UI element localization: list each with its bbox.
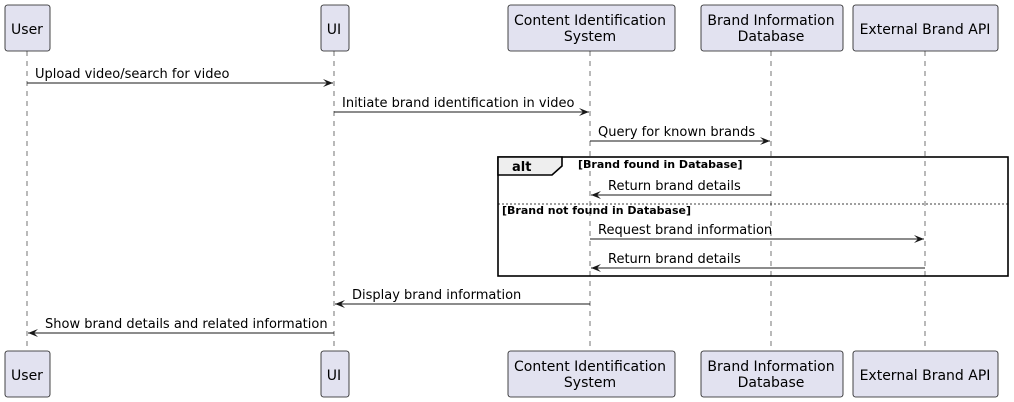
- message-label: Return brand details: [608, 252, 741, 267]
- participant-box: [852, 4, 999, 52]
- alt-tab: [497, 156, 563, 176]
- participant-box: [320, 4, 350, 52]
- alt-keyword: alt: [512, 160, 531, 175]
- participant-label: Content Identification: [514, 359, 666, 375]
- message-6: Return brand details: [591, 252, 925, 272]
- message-1: Upload video/search for video: [27, 67, 333, 87]
- participant-box: [507, 4, 676, 52]
- participant-ui-bottom: UI: [320, 350, 350, 398]
- message-label: Return brand details: [608, 179, 741, 194]
- message-label: Display brand information: [352, 288, 521, 303]
- participant-label: Database: [738, 375, 805, 391]
- message-3: Query for known brands: [590, 125, 770, 145]
- arrowhead-icon: [579, 108, 589, 116]
- participant-label: User: [11, 368, 43, 384]
- participant-user-top: User: [4, 4, 51, 52]
- arrowhead-icon: [591, 191, 601, 199]
- participant-label: Brand Information: [707, 359, 834, 375]
- participant-box: [4, 4, 51, 52]
- participant-label: Brand Information: [707, 13, 834, 29]
- message-5: Request brand information: [590, 223, 924, 243]
- participant-box: [320, 350, 350, 398]
- message-label: Initiate brand identification in video: [342, 96, 574, 111]
- message-label: Show brand details and related informati…: [45, 317, 328, 332]
- arrowhead-icon: [335, 300, 345, 308]
- participant-api-bottom: External Brand API: [852, 350, 999, 398]
- participant-label: UI: [327, 368, 341, 384]
- participant-label: UI: [327, 22, 341, 38]
- alt-guard-found: [Brand found in Database]: [578, 158, 743, 171]
- message-2: Initiate brand identification in video: [334, 96, 589, 116]
- alt-frame: [497, 156, 1009, 277]
- message-label: Request brand information: [598, 223, 772, 238]
- participant-box: [700, 4, 844, 52]
- message-8: Show brand details and related informati…: [28, 317, 334, 337]
- message-label: Query for known brands: [598, 125, 755, 140]
- message-4: Return brand details: [591, 179, 771, 199]
- participant-box: [700, 350, 844, 398]
- arrowhead-icon: [914, 235, 924, 243]
- participant-label: User: [11, 22, 43, 38]
- participant-label: System: [564, 375, 616, 391]
- participant-label: External Brand API: [860, 22, 991, 38]
- arrowhead-icon: [28, 329, 38, 337]
- participant-label: System: [564, 29, 616, 45]
- participant-box: [852, 350, 999, 398]
- alt-fragment: alt [Brand found in Database] [Brand not…: [497, 156, 1009, 277]
- participant-user-bottom: User: [4, 350, 51, 398]
- participant-label: Database: [738, 29, 805, 45]
- lifelines: [26, 51, 926, 351]
- arrowhead-icon: [323, 79, 333, 87]
- arrowhead-icon: [760, 137, 770, 145]
- message-7: Display brand information: [335, 288, 590, 308]
- participant-label: Content Identification: [514, 13, 666, 29]
- participant-ui-top: UI: [320, 4, 350, 52]
- participant-label: External Brand API: [860, 368, 991, 384]
- participant-api-top: External Brand API: [852, 4, 999, 52]
- alt-guard-not-found: [Brand not found in Database]: [502, 204, 691, 217]
- message-label: Upload video/search for video: [35, 67, 229, 82]
- participant-box: [4, 350, 51, 398]
- participant-box: [507, 350, 676, 398]
- arrowhead-icon: [591, 264, 601, 272]
